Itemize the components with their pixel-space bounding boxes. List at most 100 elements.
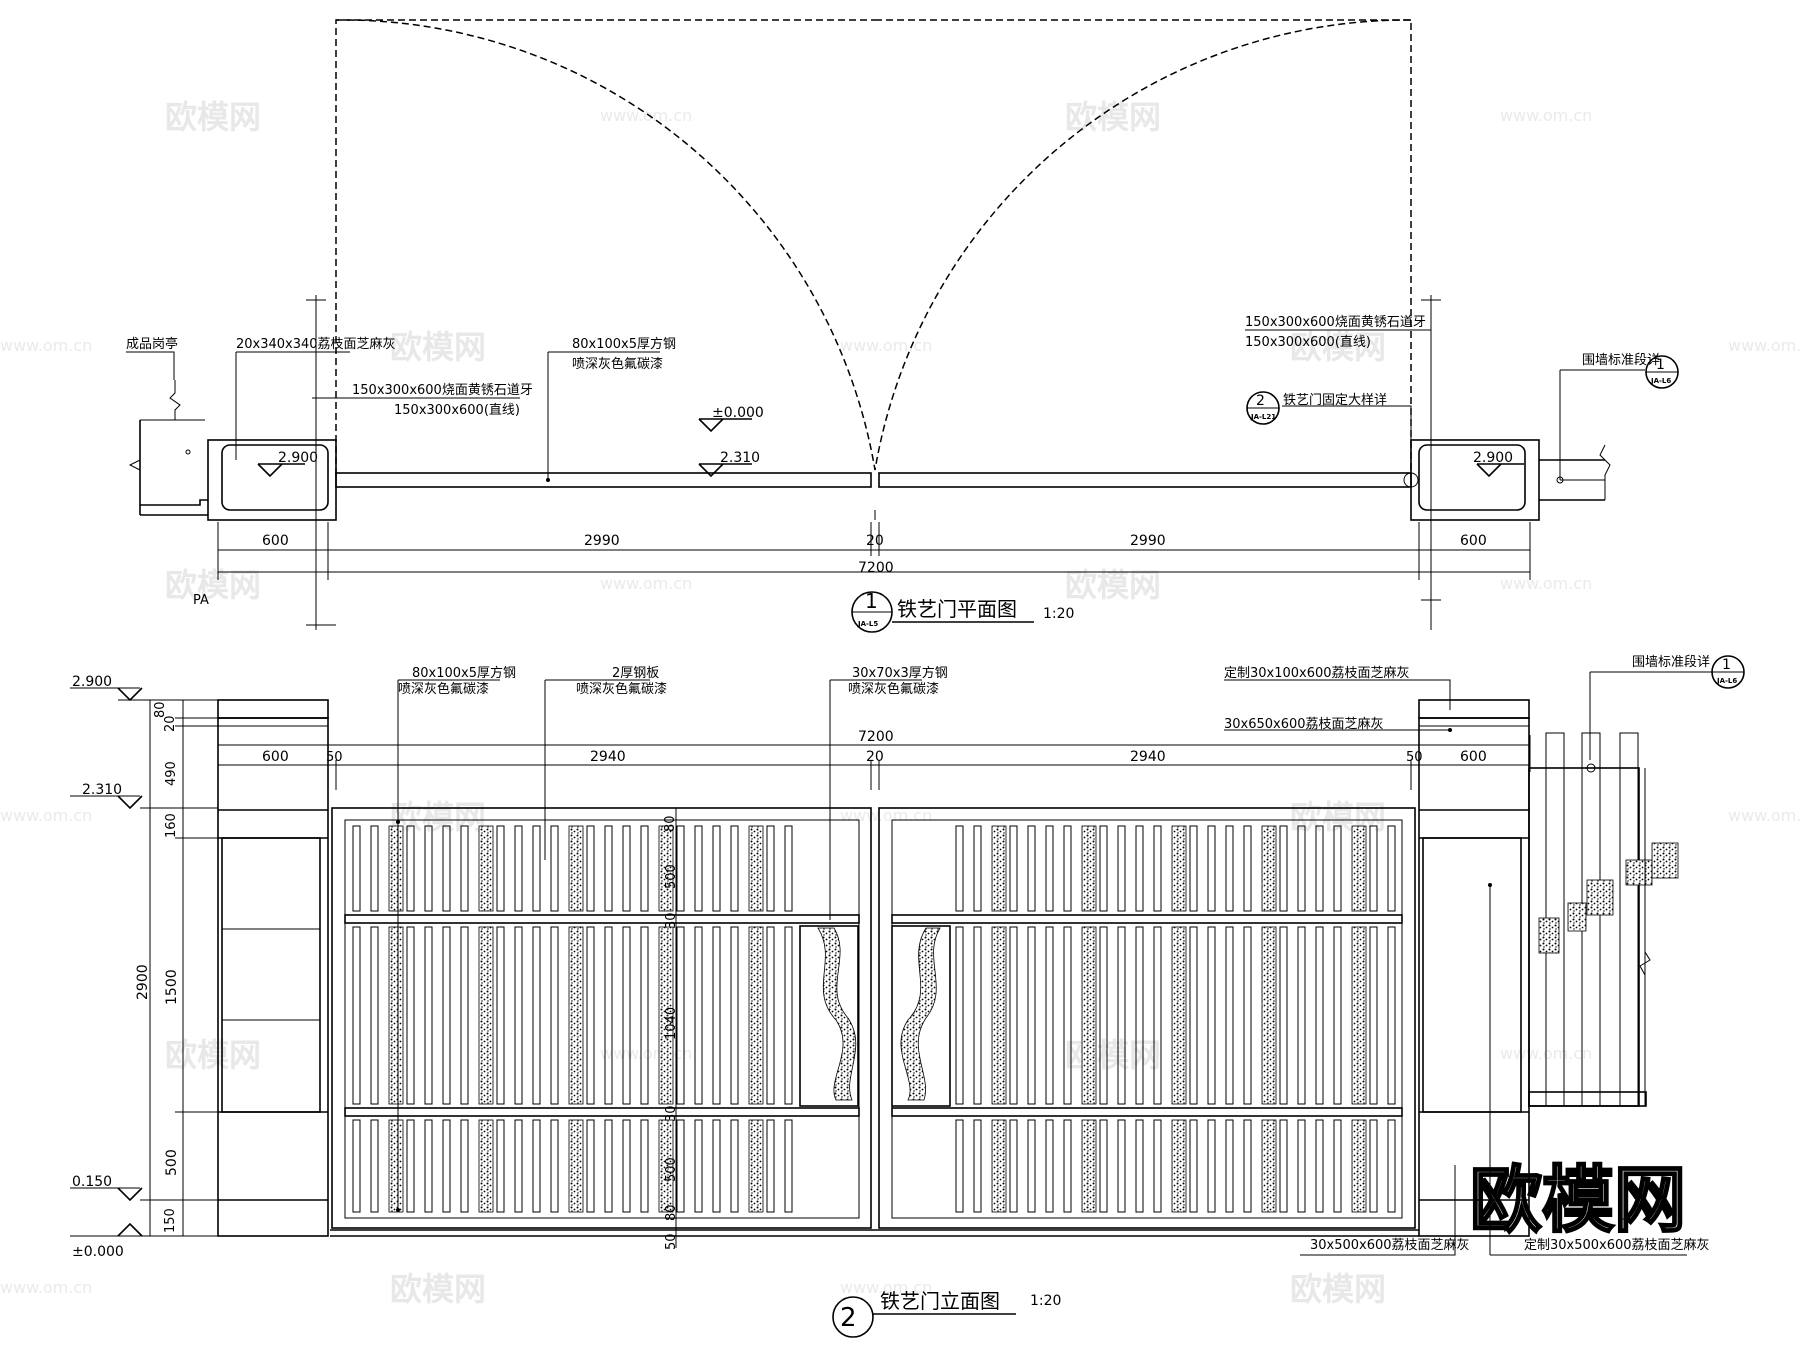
gate-bar: [973, 926, 982, 1105]
watermark-url: www.om.cn: [0, 336, 92, 355]
gate-bar: [694, 926, 703, 1105]
gate-bar: [1225, 825, 1234, 912]
pillar-base-left: [207, 439, 337, 521]
gate-bar: [1099, 825, 1108, 912]
center-ornament-left: [799, 925, 859, 1107]
rail-lower-right: [891, 1107, 1403, 1117]
gate-bar: [1207, 926, 1216, 1105]
gate-bar: [1135, 926, 1144, 1105]
dim-i-80b: 80: [664, 1204, 679, 1221]
gate-leaf-left-inner: [344, 819, 860, 1219]
gate-bar: [1333, 1119, 1342, 1213]
gate-bar: [1243, 825, 1252, 912]
gate-bar: [406, 1119, 415, 1213]
gate-bar: [1297, 1119, 1306, 1213]
gate-bar: [568, 926, 584, 1105]
gate-bar: [658, 825, 674, 912]
detail-symbol-wall-plan: 1 JA-L6: [1645, 355, 1679, 389]
watermark-url: www.om.cn: [600, 1044, 692, 1063]
gate-bar: [1027, 926, 1036, 1105]
gate-bar: [370, 1119, 379, 1213]
gate-bar: [1135, 825, 1144, 912]
gate-bar: [1063, 1119, 1072, 1213]
gate-bar: [1297, 825, 1306, 912]
gate-bars-right: [955, 825, 1396, 1213]
watermark-url: www.om.cn: [600, 574, 692, 593]
pillar-right-panel: [1422, 837, 1522, 1113]
label-elev-steel: 80x100x5厚方钢: [412, 665, 516, 681]
gate-bar: [1063, 825, 1072, 912]
level-pillar-left: 2.900: [278, 450, 318, 466]
gate-bar: [1081, 926, 1097, 1105]
gate-bar: [442, 1119, 451, 1213]
detail-symbol-wall-elevation: 1 JA-L6: [1711, 655, 1745, 689]
watermark-url: www.om.cn: [1500, 106, 1592, 125]
gate-leaf-right-plan: [878, 472, 1412, 488]
gate-bar: [1009, 1119, 1018, 1213]
gate-bar: [1081, 1119, 1097, 1213]
gate-bar: [712, 1119, 721, 1213]
dim-plan-right: 600: [1460, 533, 1487, 549]
gate-bar: [370, 926, 379, 1105]
label-curb-right-2: 150x300x600(直线): [1245, 335, 1371, 350]
gate-bar: [586, 1119, 595, 1213]
plan-annotations: 成品岗亭 20x340x340荔枝面芝麻灰 150x300x600烧面黄锈石道牙…: [126, 315, 1660, 482]
gate-bar: [766, 825, 775, 912]
detail-symbol-fix: 2 JA-L21: [1246, 391, 1280, 425]
dim-v-150: 150: [163, 1208, 178, 1233]
watermark-url: www.om.cn: [1728, 806, 1800, 825]
level-marks-plan: 2.900 2.900 ±0.000 2.310: [257, 405, 1524, 478]
elevation-scale: 1:20: [1030, 1293, 1061, 1309]
gate-bar: [442, 926, 451, 1105]
elevation-view: 7200 600 50 2940 20 2940 50 600 80 20 49…: [70, 655, 1745, 1338]
dim-plan-leaf-left: 2990: [584, 533, 620, 549]
dim-elev-gap-right: 50: [1406, 750, 1423, 765]
gate-bar: [1207, 1119, 1216, 1213]
gate-bar: [712, 825, 721, 912]
watermark-brand: 欧模网: [1290, 798, 1386, 836]
dim-i-50: 50: [664, 1233, 679, 1250]
dim-plan-total: 7200: [858, 560, 894, 576]
gate-bar: [1315, 825, 1324, 912]
watermark-brand: 欧模网: [390, 1270, 486, 1308]
elevation-title-block: 2 铁艺门立面图 1:20: [832, 1289, 1061, 1338]
gate-bar: [514, 1119, 523, 1213]
dim-v-1500: 1500: [164, 969, 180, 1005]
gate-bar: [622, 926, 631, 1105]
gate-bar: [532, 1119, 541, 1213]
gate-bar: [496, 1119, 505, 1213]
gate-bar: [1117, 825, 1126, 912]
watermark-url: www.om.cn: [0, 1278, 92, 1297]
gate-bar: [1315, 926, 1324, 1105]
plan-title-ref: JA-L5: [857, 620, 878, 628]
swing-arc-right: [874, 19, 1412, 471]
gate-bar: [1153, 825, 1162, 912]
level-pillar-right: 2.900: [1473, 450, 1513, 466]
elevation-title-num: 2: [840, 1303, 857, 1333]
gate-bar: [1045, 1119, 1054, 1213]
gate-bar: [604, 926, 613, 1105]
gate-bars-left: [352, 825, 793, 1213]
label-elev-steel-paint: 喷深灰色氟碳漆: [398, 681, 489, 697]
gate-bar: [676, 825, 685, 912]
gate-bar: [694, 1119, 703, 1213]
gate-bar: [955, 825, 964, 912]
pillar-right-plan: [1418, 444, 1526, 511]
gate-bar: [1351, 1119, 1367, 1213]
gate-bar: [1009, 926, 1018, 1105]
gate-bar: [784, 1119, 793, 1213]
plan-dimensions: 600 2990 20 2990 600 7200 PA: [193, 522, 1531, 608]
label-curb-left-2: 150x300x600(直线): [394, 403, 520, 418]
gate-bar: [676, 1119, 685, 1213]
dim-i-500a: 500: [664, 864, 679, 889]
gate-bar: [1117, 926, 1126, 1105]
gate-bar: [478, 926, 494, 1105]
gate-bar: [640, 825, 649, 912]
dim-v-20: 20: [163, 715, 178, 732]
gate-bar: [352, 926, 361, 1105]
gate-bar: [622, 1119, 631, 1213]
gate-bar: [424, 825, 433, 912]
dim-i-30b: 30: [664, 1105, 679, 1122]
pillar-left-plan: [221, 444, 329, 511]
